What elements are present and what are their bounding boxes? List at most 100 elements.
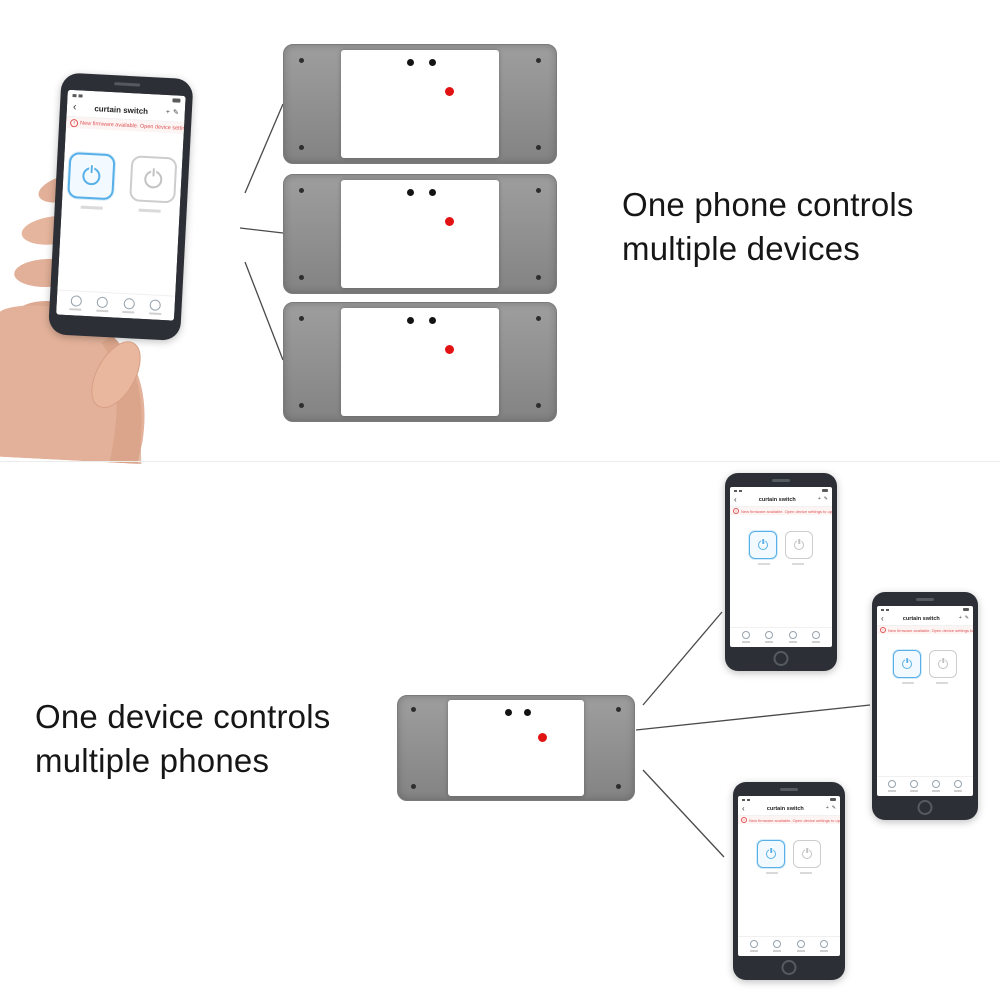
smartphone-in-hand: ‹ curtain switch + ✎ ! New firmware avai… <box>48 72 194 341</box>
switch-labels <box>730 563 832 565</box>
app-title: curtain switch <box>758 496 796 503</box>
screw-hole <box>536 403 542 409</box>
power-icon <box>143 169 163 189</box>
edit-icon: ✎ <box>964 615 969 621</box>
home-button <box>773 651 789 666</box>
phone-speaker <box>780 788 798 791</box>
schedule-icon <box>69 295 83 311</box>
screw-hole <box>298 275 304 281</box>
hand-holding-phone: ‹ curtain switch + ✎ ! New firmware avai… <box>0 52 260 470</box>
smartphone-bottom: ‹ curtain switch + ✎ ! New firmware avai… <box>733 782 845 980</box>
back-icon: ‹ <box>881 613 884 623</box>
timer-icon <box>773 940 782 952</box>
section-divider <box>0 461 1000 462</box>
power-icon <box>766 849 776 859</box>
channel-1-switch-button <box>749 531 777 559</box>
screw-hole <box>616 783 622 789</box>
wifi-icon <box>886 608 889 611</box>
countdown-icon <box>788 631 797 643</box>
device-panel <box>341 179 499 289</box>
status-bar <box>738 796 840 802</box>
timer-icon <box>910 780 918 792</box>
battery-icon <box>822 489 828 492</box>
edit-icon: ✎ <box>831 805 836 811</box>
channel-2-switch-button <box>785 531 813 559</box>
smart-switch-device-4 <box>397 695 635 801</box>
timer-icon <box>765 631 774 643</box>
power-icon <box>938 659 948 669</box>
phone-speaker <box>114 82 141 87</box>
status-bar <box>730 487 832 493</box>
screw-hole <box>536 187 542 193</box>
channel-2-switch-button <box>793 840 821 868</box>
switch-buttons <box>730 531 832 559</box>
back-icon: ‹ <box>742 803 745 813</box>
app-header: ‹ curtain switch + ✎ <box>730 493 832 507</box>
device-button-dot <box>524 708 532 716</box>
screw-hole <box>410 707 416 713</box>
status-led <box>445 86 455 96</box>
screw-hole <box>536 315 542 321</box>
device-button-dot <box>429 189 437 197</box>
smartphone-right: ‹ curtain switch + ✎ ! New firmware avai… <box>872 592 978 820</box>
device-button-dot <box>407 189 415 197</box>
wifi-icon <box>747 798 750 801</box>
channel-1-switch-button <box>757 840 785 868</box>
settings-icon <box>812 631 821 643</box>
channel-2-switch-button <box>129 155 178 204</box>
app-bottom-nav <box>877 776 973 796</box>
switch-buttons <box>877 650 973 678</box>
phone-screen: ‹ curtain switch + ✎ ! New firmware avai… <box>56 89 186 321</box>
app-title: curtain switch <box>766 805 804 812</box>
firmware-notice-text: New firmware available. Open device sett… <box>888 627 973 633</box>
settings-icon <box>148 299 162 315</box>
headline-one-device: One device controls multiple phones <box>35 695 330 782</box>
device-button-dot <box>505 708 513 716</box>
battery-icon <box>172 98 181 103</box>
power-icon <box>758 540 768 550</box>
firmware-notice: ! New firmware available. Open device se… <box>877 626 973 634</box>
wifi-icon <box>78 93 83 98</box>
screw-hole <box>536 57 542 63</box>
app-title: curtain switch <box>902 615 940 622</box>
home-button <box>917 800 933 815</box>
battery-icon <box>963 608 969 611</box>
power-icon <box>794 540 804 550</box>
firmware-notice-text: New firmware available. Open device sett… <box>79 119 185 133</box>
device-panel <box>447 700 585 796</box>
channel-1-label <box>758 563 770 565</box>
app-header: ‹ curtain switch + ✎ <box>738 802 840 816</box>
headline-line: multiple phones <box>35 741 270 779</box>
add-device-icon: + <box>825 805 829 811</box>
screw-hole <box>298 57 304 63</box>
power-icon <box>81 166 101 186</box>
phone-speaker <box>772 479 790 482</box>
app-screen: ‹ curtain switch + ✎ ! New firmware avai… <box>738 796 840 956</box>
smartphone-top: ‹ curtain switch + ✎ ! New firmware avai… <box>725 473 837 671</box>
edit-icon: ✎ <box>823 496 828 502</box>
add-device-icon: + <box>817 496 821 502</box>
countdown-icon <box>932 780 940 792</box>
screw-hole <box>536 275 542 281</box>
edit-icon: ✎ <box>172 109 179 117</box>
channel-1-switch-button <box>67 151 116 201</box>
channel-2-switch-button <box>929 650 957 678</box>
switch-buttons <box>738 840 840 868</box>
screw-hole <box>298 315 304 321</box>
signal-icon <box>72 93 77 97</box>
home-button <box>781 960 797 975</box>
thumb-illustration <box>91 341 141 408</box>
status-led <box>445 216 455 226</box>
signal-icon <box>734 489 737 492</box>
phone-screen: ‹ curtain switch + ✎ ! New firmware avai… <box>730 487 832 647</box>
headline-line: One device controls <box>35 698 331 735</box>
section-one-device-multiple-phones: One device controls multiple phones ‹ <box>0 462 1000 1000</box>
status-led <box>537 732 547 742</box>
smart-switch-device-3 <box>283 302 557 422</box>
device-panel <box>341 49 499 159</box>
firmware-notice: ! New firmware available. Open device se… <box>730 507 832 515</box>
screw-hole <box>298 187 304 193</box>
signal-icon <box>881 608 884 611</box>
screw-hole <box>536 145 542 151</box>
app-bottom-nav <box>738 936 840 956</box>
